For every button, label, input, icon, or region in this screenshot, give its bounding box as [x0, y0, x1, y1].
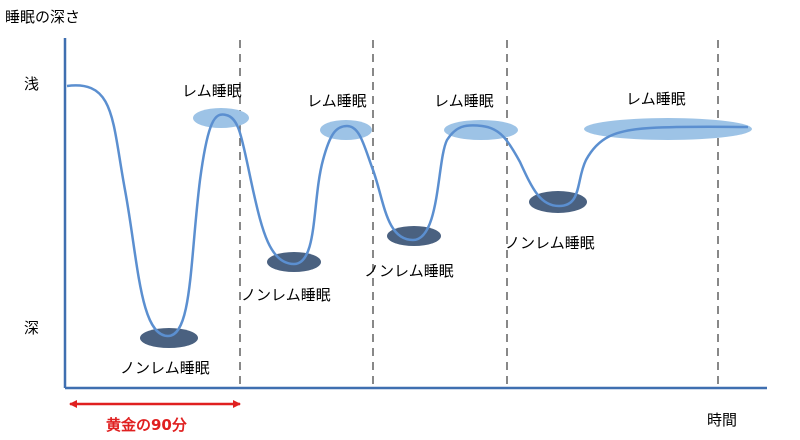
rem-ellipse-3 [444, 120, 518, 140]
rem-label-4: レム睡眠 [626, 90, 686, 108]
rem-label-3: レム睡眠 [434, 92, 494, 110]
y-axis-title: 睡眠の深さ [5, 8, 80, 26]
sleep-depth-curve [66, 84, 749, 338]
rem-ellipse-4 [584, 118, 752, 140]
nonrem-label-1: ノンレム睡眠 [120, 359, 210, 377]
x-axis-title: 時間 [707, 411, 737, 429]
rem-label-1: レム睡眠 [182, 82, 242, 100]
nonrem-label-4: ノンレム睡眠 [505, 234, 595, 252]
golden-period-label: 黄金の90分 [106, 416, 187, 434]
nonrem-label-3: ノンレム睡眠 [364, 262, 454, 280]
nonrem-ellipse-1 [140, 328, 198, 348]
nonrem-label-2: ノンレム睡眠 [241, 286, 331, 304]
nonrem-ellipse-2 [267, 252, 321, 272]
rem-ellipse-1 [193, 108, 249, 128]
nonrem-ellipse-4 [529, 191, 587, 213]
rem-ellipse-2 [320, 120, 372, 140]
y-axis-shallow-label: 浅 [24, 75, 39, 93]
rem-label-2: レム睡眠 [307, 92, 367, 110]
nonrem-ellipse-3 [387, 226, 441, 246]
y-axis-deep-label: 深 [24, 319, 39, 337]
